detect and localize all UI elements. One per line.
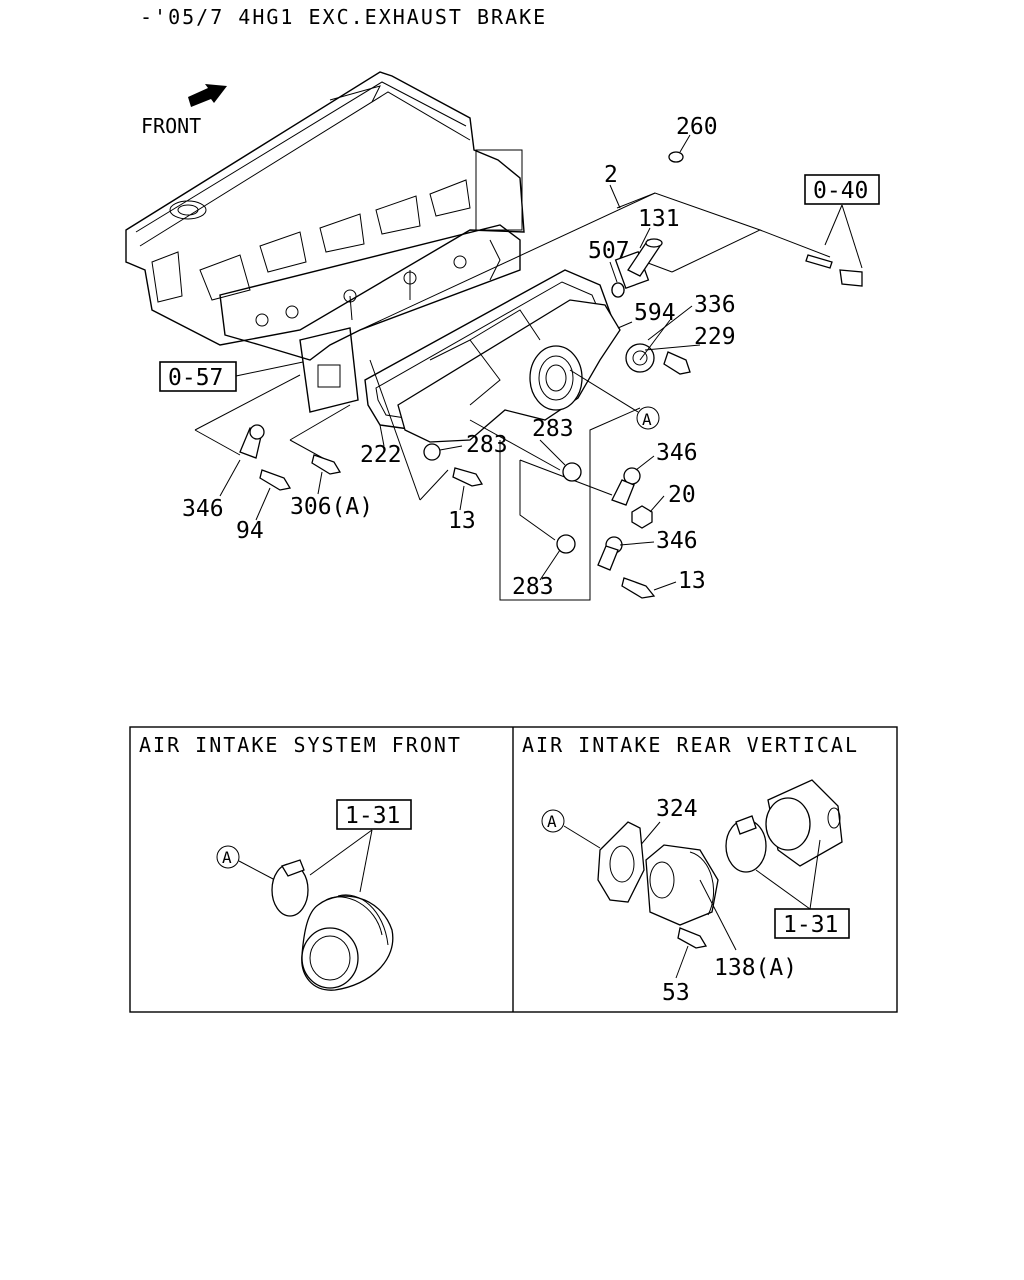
callout-283-lower: 283 [512, 574, 554, 600]
callout-131: 131 [638, 206, 680, 232]
panel-left-title: AIR INTAKE SYSTEM FRONT [139, 733, 462, 757]
marker-a-right: A [541, 809, 601, 849]
marker-a-left: A [216, 845, 276, 881]
callout-13-right: 13 [678, 568, 706, 594]
callout-13-left: 13 [448, 508, 476, 534]
ref-box-0-57[interactable]: 0-57 [159, 361, 237, 392]
ref-box-1-31-left-label: 1-31 [345, 803, 400, 829]
intake-manifold-drawing [364, 250, 691, 443]
callout-507: 507 [588, 238, 630, 264]
front-label: FRONT [141, 114, 201, 138]
callout-283-left: 283 [466, 432, 508, 458]
callout-306a: 306(A) [290, 494, 373, 520]
leader-lines [194, 184, 863, 601]
engine-block-drawing [125, 71, 525, 413]
callout-346-right-upper: 346 [656, 440, 698, 466]
hardware-parts [239, 151, 863, 599]
callout-94: 94 [236, 518, 264, 544]
callout-594: 594 [634, 300, 676, 326]
callout-336: 336 [694, 292, 736, 318]
marker-a-main: A [569, 369, 660, 430]
front-arrow-icon [188, 84, 227, 107]
callout-138a: 138(A) [714, 955, 797, 981]
ref-box-1-31-left[interactable]: 1-31 [336, 799, 412, 830]
ref-box-0-40[interactable]: 0-40 [804, 174, 880, 205]
callout-229: 229 [694, 324, 736, 350]
panel-air-intake-front: AIR INTAKE SYSTEM FRONT 1-31 A [139, 733, 462, 991]
callout-346-left: 346 [182, 496, 224, 522]
svg-text:A: A [642, 410, 652, 429]
callout-2: 2 [604, 162, 618, 188]
callout-labels: 260 2 131 507 594 336 229 283 283 283 34… [182, 114, 736, 600]
svg-text:A: A [547, 812, 557, 831]
ref-box-1-31-right[interactable]: 1-31 [774, 908, 850, 939]
callout-53: 53 [662, 980, 690, 1006]
detail-panels [129, 726, 898, 1013]
ref-box-0-57-label: 0-57 [168, 365, 223, 391]
panel-air-intake-rear: AIR INTAKE REAR VERTICAL A 324 53 138(A)… [522, 733, 859, 1006]
ref-box-0-40-label: 0-40 [813, 178, 868, 204]
callout-346-right-lower: 346 [656, 528, 698, 554]
panel-right-title: AIR INTAKE REAR VERTICAL [522, 733, 859, 757]
callout-222: 222 [360, 442, 402, 468]
callout-283-upper: 283 [532, 416, 574, 442]
page-title: -'05/7 4HG1 EXC.EXHAUST BRAKE [140, 5, 547, 29]
callout-20: 20 [668, 482, 696, 508]
svg-text:A: A [222, 848, 232, 867]
callout-324: 324 [656, 796, 698, 822]
ref-box-1-31-right-label: 1-31 [783, 912, 838, 938]
callout-260: 260 [676, 114, 718, 140]
